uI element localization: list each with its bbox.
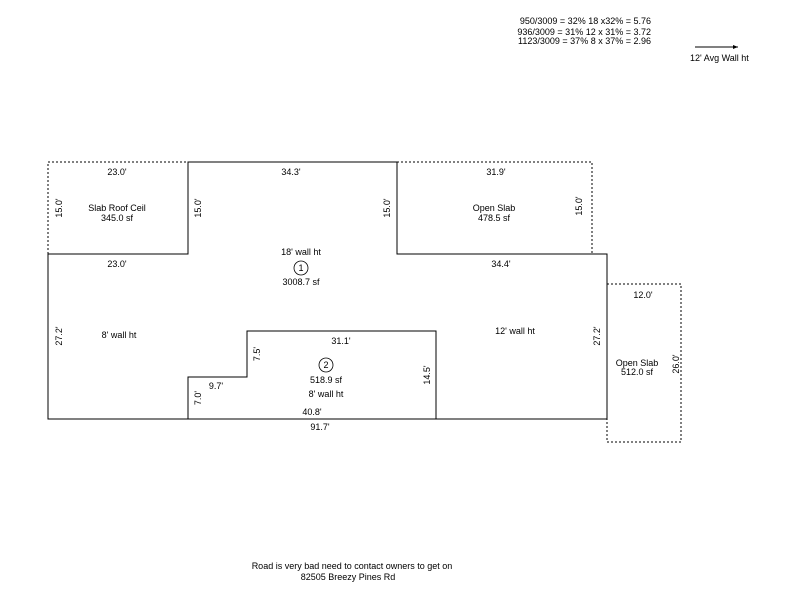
right-slab-area: 478.5 sf <box>478 213 511 223</box>
right-height-dim: 27.2' <box>592 326 602 346</box>
area-2-number: 2 <box>323 360 328 370</box>
calc-arrow-icon <box>733 45 738 49</box>
left-height-dim: 27.2' <box>54 326 64 346</box>
sub-wall-height: 8' wall ht <box>309 389 344 399</box>
far-slab-side-dim: 26.0' <box>671 354 681 374</box>
far-slab-name: Open Slab <box>616 358 659 368</box>
sub-area-outline <box>187 330 437 420</box>
left-slab-area: 345.0 sf <box>101 213 134 223</box>
left-slab-name: Slab Roof Ceil <box>88 203 146 213</box>
area-1-marker <box>293 260 309 276</box>
sub-area: 518.9 sf <box>310 375 343 385</box>
left-wall-height: 8' wall ht <box>102 330 137 340</box>
sub-left-upper-dim: 7.5' <box>252 347 262 362</box>
right-wall-height: 12' wall ht <box>495 326 535 336</box>
sub-bottom-dim: 40.8' <box>302 407 322 417</box>
avg-wall-label: 12' Avg Wall ht <box>690 53 749 63</box>
right-slab-side-dim: 15.0' <box>574 196 584 216</box>
area-2-marker <box>318 357 334 373</box>
main-left-step-dim: 23.0' <box>107 259 127 269</box>
sub-right-dim: 14.5' <box>422 365 432 385</box>
right-slab-name: Open Slab <box>473 203 516 213</box>
far-slab-top-dim: 12.0' <box>633 290 653 300</box>
right-slab-top-dim: 31.9' <box>486 167 506 177</box>
sub-left-lower-dim: 7.0' <box>193 391 203 406</box>
left-slab-top-dim: 23.0' <box>107 167 127 177</box>
left-slab-side-dim: 15.0' <box>54 198 64 218</box>
main-area: 3008.7 sf <box>282 277 320 287</box>
calc-line-2: 936/3009 = 31% 12 x 31% = 3.72 <box>517 27 651 37</box>
calc-line-3: 1123/3009 = 37% 8 x 37% = 2.96 <box>518 36 651 46</box>
area-1-number: 1 <box>298 263 303 273</box>
total-bottom-dim: 91.7' <box>310 422 330 432</box>
note-line-1: Road is very bad need to contact owners … <box>252 561 453 571</box>
main-inner-left-dim: 15.0' <box>193 198 203 218</box>
main-wall-height: 18' wall ht <box>281 247 321 257</box>
far-slab-area: 512.0 sf <box>621 367 654 377</box>
calc-line-1: 950/3009 = 32% 18 x32% = 5.76 <box>520 16 651 26</box>
main-top-dim: 34.3' <box>281 167 301 177</box>
main-inner-right-dim: 15.0' <box>382 198 392 218</box>
sub-step-dim: 9.7' <box>209 381 224 391</box>
main-building-outline <box>47 161 608 420</box>
main-right-step-dim: 34.4' <box>491 259 511 269</box>
sub-top-dim: 31.1' <box>331 336 351 346</box>
note-line-2: 82505 Breezy Pines Rd <box>301 572 396 582</box>
